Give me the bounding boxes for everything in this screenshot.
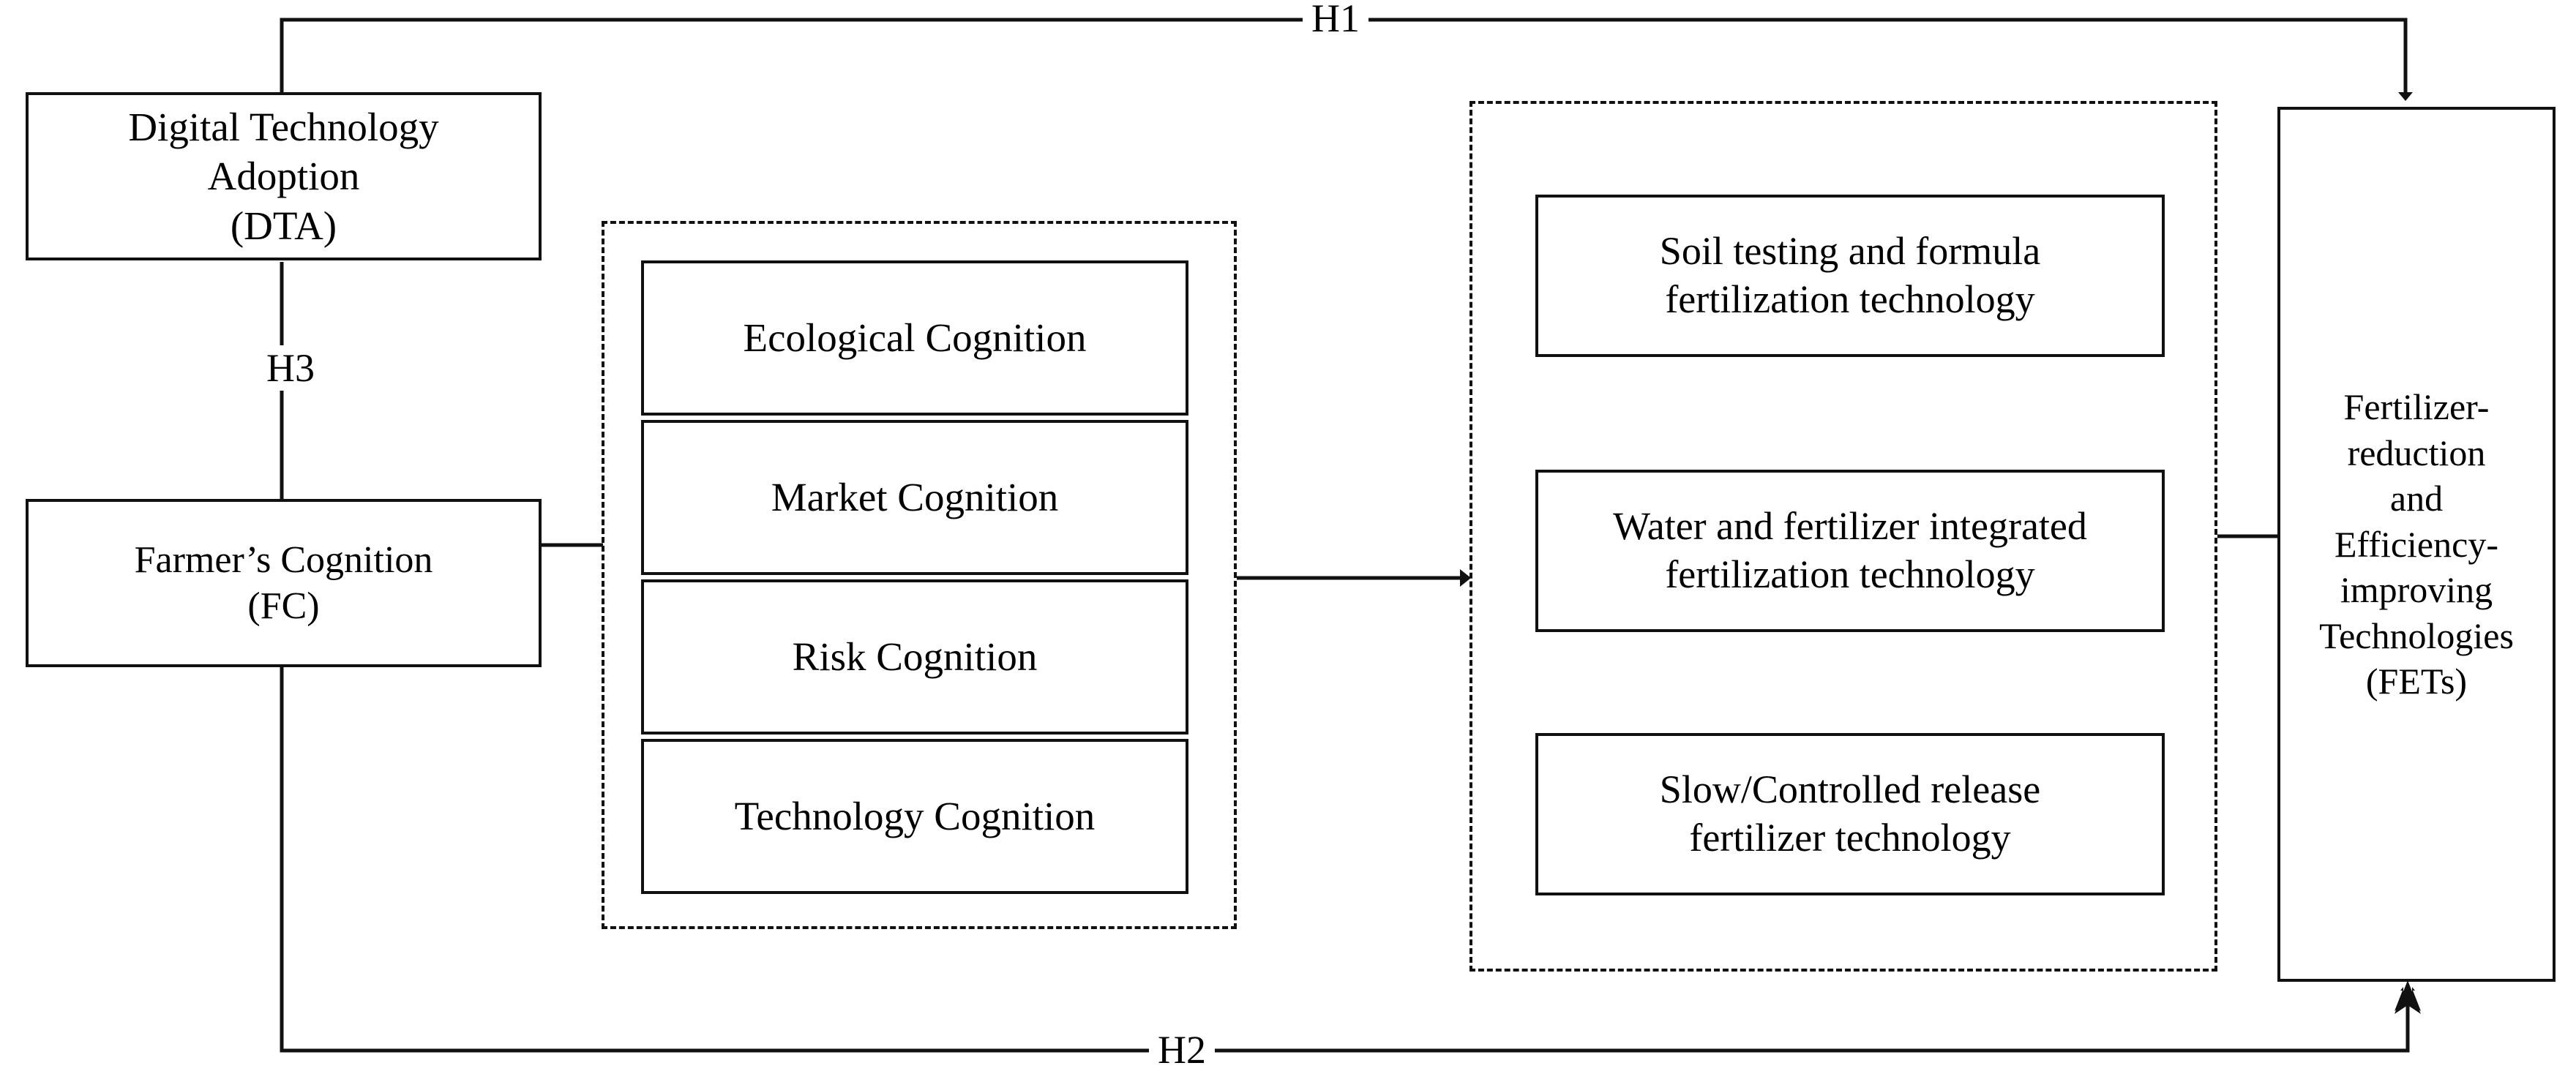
cognition-item-label: Technology Cognition [734, 794, 1096, 839]
edge-label-h1: H1 [1303, 0, 1368, 41]
edge-label-h3: H3 [258, 345, 323, 391]
technology-group-container [1469, 101, 2217, 972]
edge-label-h2: H2 [1149, 1027, 1215, 1072]
cognition-item-risk[interactable]: Risk Cognition [641, 579, 1188, 735]
arrow-up-icon-2 [2395, 980, 2421, 1014]
cognition-item-market[interactable]: Market Cognition [641, 420, 1188, 575]
cognition-item-ecological[interactable]: Ecological Cognition [641, 260, 1188, 416]
cognition-item-technology[interactable]: Technology Cognition [641, 739, 1188, 894]
node-farmers-cognition[interactable]: Farmer’s Cognition(FC) [26, 499, 542, 667]
cognition-group-container [602, 221, 1237, 929]
cognition-item-label: Ecological Cognition [743, 315, 1087, 361]
edge-h2 [280, 667, 2415, 1053]
cognition-item-label: Risk Cognition [792, 634, 1038, 680]
cognition-item-label: Market Cognition [771, 475, 1059, 520]
node-fc-label: Farmer’s Cognition(FC) [134, 538, 433, 627]
